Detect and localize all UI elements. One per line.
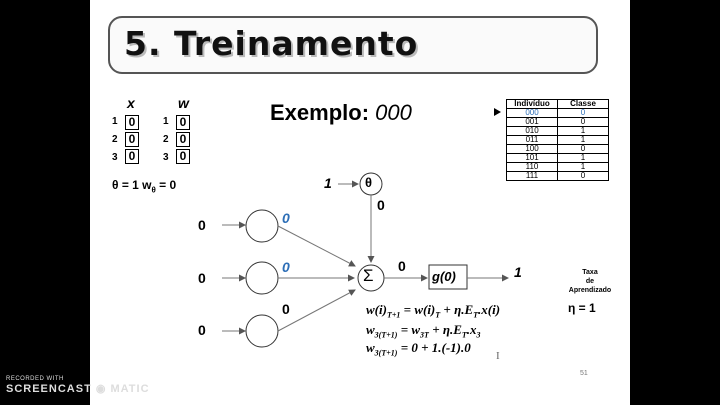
sum-symbol: Σ: [363, 266, 374, 285]
w-value: 0: [176, 132, 190, 147]
example-label: Exemplo:: [270, 100, 370, 125]
activation-box: [428, 264, 468, 290]
eq-sub: T: [461, 330, 467, 340]
slide-title: 5. Treinamento: [124, 24, 419, 63]
eq-sub: T: [435, 310, 441, 320]
eq-part: w(i): [366, 302, 387, 317]
learning-rate-line: de: [585, 278, 595, 285]
eq-sub: T: [473, 310, 479, 320]
w-index: 2: [163, 134, 169, 145]
eq-part: w: [366, 322, 375, 337]
example-value: 000: [375, 100, 412, 125]
w-header: w: [178, 95, 189, 111]
text-cursor-icon: I: [496, 350, 500, 362]
x-value: 0: [125, 149, 139, 164]
weight-value: 0: [282, 301, 290, 317]
eq-sub: 3T: [420, 330, 429, 340]
x-value: 0: [125, 115, 139, 130]
update-equation-numeric: w3(T+1) = 0 + 1.(-1).0: [366, 340, 471, 358]
screencast-watermark: RECORDED WITH SCREENCAST ◉ MATIC: [6, 376, 150, 395]
input-neuron: [245, 261, 279, 295]
learning-rate-line: Aprendizado: [568, 287, 612, 294]
threshold-sub: θ: [151, 185, 156, 195]
w-index: 3: [163, 152, 169, 163]
eq-sub: 3: [476, 330, 481, 340]
update-equation-general: w(i)T+1 = w(i)T + η.ET.x(i): [366, 302, 500, 320]
eq-part: = 0 + 1.(-1).0: [397, 340, 471, 355]
bias-input: 1: [324, 175, 332, 191]
bias-weight: 0: [377, 197, 385, 213]
x-header: x: [127, 95, 135, 111]
class-cell: 0: [557, 171, 609, 181]
w-value: 0: [176, 149, 190, 164]
eq-part: + η.E: [440, 302, 474, 317]
net-value: 0: [398, 258, 406, 274]
x-index: 2: [112, 134, 118, 145]
learning-rate-label: Taxa de Aprendizado: [560, 268, 620, 295]
input-neuron: [245, 209, 279, 243]
weight-connection: [277, 289, 356, 332]
eq-sub: 3(T+1): [374, 348, 398, 358]
learning-rate-line: Taxa: [582, 269, 598, 276]
learning-rate-value: η = 1: [568, 301, 596, 315]
x-index: 3: [112, 152, 118, 163]
w-index: 1: [163, 116, 169, 127]
neural-network-diagram: [222, 172, 509, 348]
threshold-line: θ = 1 wθ = 0: [112, 178, 176, 194]
theta-symbol: θ: [365, 175, 373, 190]
page-number: 51: [580, 370, 588, 377]
title-box: 5. Treinamento: [108, 16, 598, 74]
eq-part: + η.E: [428, 322, 462, 337]
w-value: 0: [176, 115, 190, 130]
threshold-text: θ = 1 w: [112, 178, 152, 192]
input-value: 0: [198, 270, 206, 286]
eq-part: = w(i): [400, 302, 436, 317]
watermark-line: RECORDED WITH: [6, 376, 64, 382]
eq-part: .x: [466, 322, 477, 337]
eq-sub: T+1: [386, 310, 401, 320]
table-pointer-icon: [494, 108, 501, 116]
activation-label: g(0): [432, 269, 456, 284]
weight-value: 0: [282, 210, 290, 226]
input-value: 0: [198, 322, 206, 338]
weight-connection: [277, 225, 356, 267]
slide: 5. Treinamento x w 1 2 3 0 0 0 1 2 3 0 0…: [90, 0, 630, 405]
watermark-line: SCREENCAST ◉ MATIC: [6, 383, 150, 395]
x-index: 1: [112, 116, 118, 127]
example-heading: Exemplo: 000: [270, 100, 412, 126]
eq-part: = w: [397, 322, 421, 337]
threshold-tail: = 0: [155, 178, 177, 192]
input-neuron: [245, 314, 279, 348]
update-equation-w3: w3(T+1) = w3T + η.ET.x3: [366, 322, 481, 340]
x-value: 0: [125, 132, 139, 147]
eq-part: w: [366, 340, 375, 355]
eq-sub: 3(T+1): [374, 330, 398, 340]
weight-value: 0: [282, 259, 290, 275]
output-value: 1: [514, 264, 522, 280]
eq-part: .x(i): [478, 302, 501, 317]
input-value: 0: [198, 217, 206, 233]
